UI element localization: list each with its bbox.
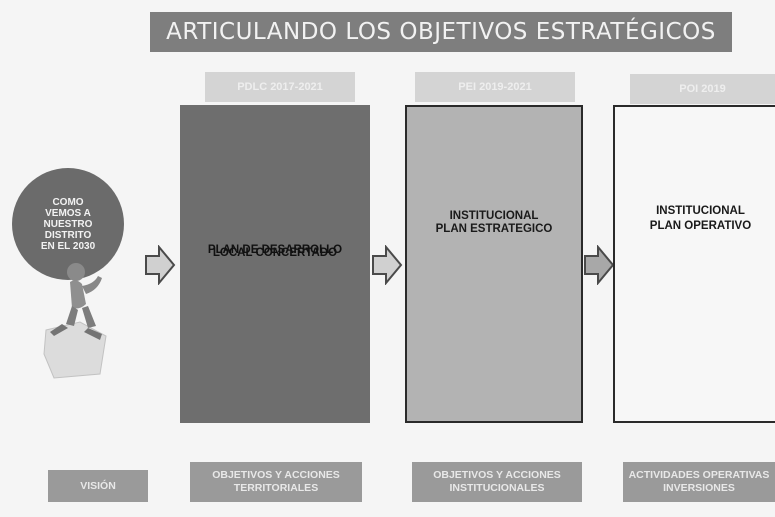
vision-bubble: COMO VEMOS A NUESTRO DISTRITO EN EL 2030 [12,168,124,280]
vision-bubble-line: NUESTRO [43,218,93,230]
panel-title-line: PLAN ESTRATEGICO [435,223,553,235]
bottom-label-line: ACTIVIDADES OPERATIVAS [628,469,770,481]
vision-label: VISIÓN [48,470,148,502]
bottom-label-operativas: ACTIVIDADES OPERATIVAS INVERSIONES [623,462,775,502]
arrow-right-icon [584,245,615,285]
vision-bubble-line: VEMOS A [45,207,91,219]
arrow-right-icon [372,245,403,285]
diagram-title: ARTICULANDO LOS OBJETIVOS ESTRATÉGICOS [150,12,732,52]
plan-operativo-panel: PLAN OPERATIVO INSTITUCIONAL [613,105,775,423]
bottom-label-line: INSTITUCIONALES [449,482,545,494]
bottom-label-institucionales: OBJETIVOS Y ACCIONES INSTITUCIONALES [412,462,582,502]
panel-title-line: INSTITUCIONAL [449,210,539,222]
panel-title-line: PLAN OPERATIVO [649,220,752,232]
tag-pdlc: PDLC 2017-2021 [205,72,355,102]
tag-poi: POI 2019 [630,74,775,104]
bottom-label-line: OBJETIVOS Y ACCIONES [433,469,561,481]
vision-bubble-line: EN EL 2030 [40,240,96,252]
bottom-label-line: TERRITORIALES [233,482,319,494]
bottom-label-line: INVERSIONES [663,482,735,494]
vision-bubble-line: COMO [52,196,84,208]
tag-pei: PEI 2019-2021 [415,72,575,102]
arrow-right-icon [145,245,176,285]
panel-title-line: INSTITUCIONAL [656,205,745,217]
vision-bubble-line: DISTRITO [44,229,92,241]
panel-title-line: PLAN DE DESARROLLO [207,244,343,256]
bottom-label-territoriales: OBJETIVOS Y ACCIONES TERRITORIALES [190,462,362,502]
plan-estrategico-panel: PLAN ESTRATEGICO INSTITUCIONAL [405,105,583,423]
panel-title-line: LOCAL CONCERTADO [212,247,338,259]
plan-desarrollo-panel: PLAN DE DESARROLLO LOCAL CONCERTADO [180,105,370,423]
plan-desarrollo-title: PLAN DE DESARROLLO LOCAL CONCERTADO [208,244,342,261]
bottom-label-line: OBJETIVOS Y ACCIONES [212,469,340,481]
thinking-figure-icon [43,263,107,379]
